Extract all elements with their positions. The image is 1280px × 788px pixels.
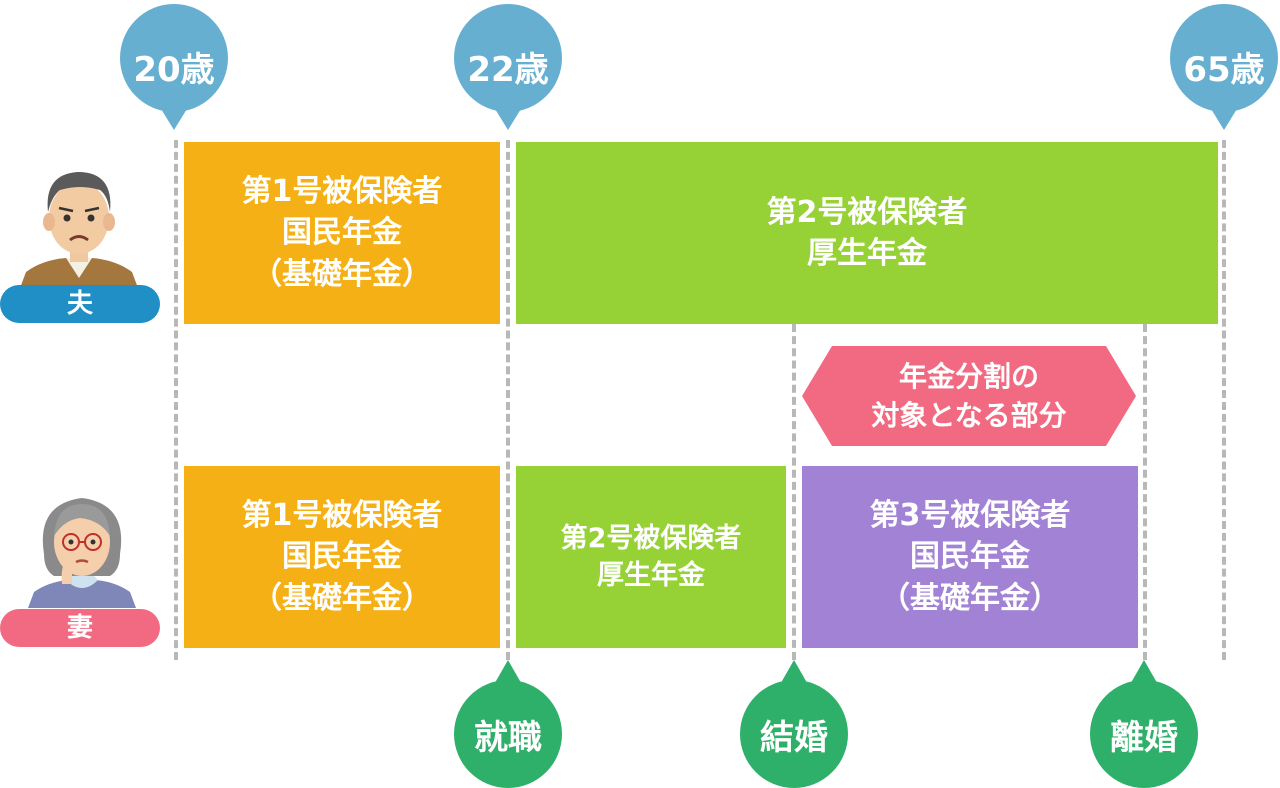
wife-label: 妻	[0, 609, 160, 647]
block-line: 厚生年金	[597, 560, 705, 591]
block-line: （基礎年金）	[880, 580, 1060, 616]
wife-third-insured-block: 第3号被保険者 国民年金 （基礎年金）	[802, 466, 1138, 648]
event-marker-employment: 就職	[454, 658, 562, 788]
split-line: 年金分割の	[898, 359, 1039, 393]
block-line: 国民年金	[282, 215, 402, 251]
pension-split-label: 年金分割の 対象となる部分	[802, 346, 1136, 446]
wife-avatar	[22, 484, 142, 608]
age-label: 65歳	[1183, 50, 1265, 90]
guide-line-marriage	[792, 324, 796, 660]
event-label: 離婚	[1110, 718, 1178, 758]
age-marker-20: 20歳	[120, 4, 228, 130]
wife-second-insured-block: 第2号被保険者 厚生年金	[516, 466, 786, 648]
event-marker-divorce: 離婚	[1090, 658, 1198, 788]
block-line: 第2号被保険者	[560, 522, 742, 554]
guide-line-divorce	[1143, 324, 1147, 660]
block-line: 国民年金	[910, 539, 1030, 575]
event-label: 就職	[474, 718, 542, 758]
block-line: （基礎年金）	[252, 256, 432, 292]
husband-label: 夫	[0, 285, 160, 323]
block-line: 第1号被保険者	[241, 173, 443, 209]
block-line: 第1号被保険者	[241, 497, 443, 533]
wife-first-insured-block: 第1号被保険者 国民年金 （基礎年金）	[184, 466, 500, 648]
block-line: （基礎年金）	[252, 580, 432, 616]
husband-avatar	[12, 160, 146, 288]
event-label: 結婚	[760, 718, 828, 758]
event-marker-marriage: 結婚	[740, 658, 848, 788]
husband-second-insured-block: 第2号被保険者 厚生年金	[516, 142, 1218, 324]
block-line: 第3号被保険者	[869, 497, 1071, 533]
guide-line-22	[506, 140, 510, 660]
age-label: 20歳	[133, 50, 215, 90]
guide-line-65	[1222, 140, 1226, 660]
block-line: 国民年金	[282, 539, 402, 575]
age-label: 22歳	[467, 50, 549, 90]
guide-line-20	[174, 140, 178, 660]
split-line: 対象となる部分	[871, 399, 1067, 432]
block-line: 厚生年金	[807, 236, 927, 271]
age-marker-22: 22歳	[454, 4, 562, 130]
block-line: 第2号被保険者	[766, 194, 968, 230]
husband-first-insured-block: 第1号被保険者 国民年金 （基礎年金）	[184, 142, 500, 324]
age-marker-65: 65歳	[1170, 4, 1278, 130]
